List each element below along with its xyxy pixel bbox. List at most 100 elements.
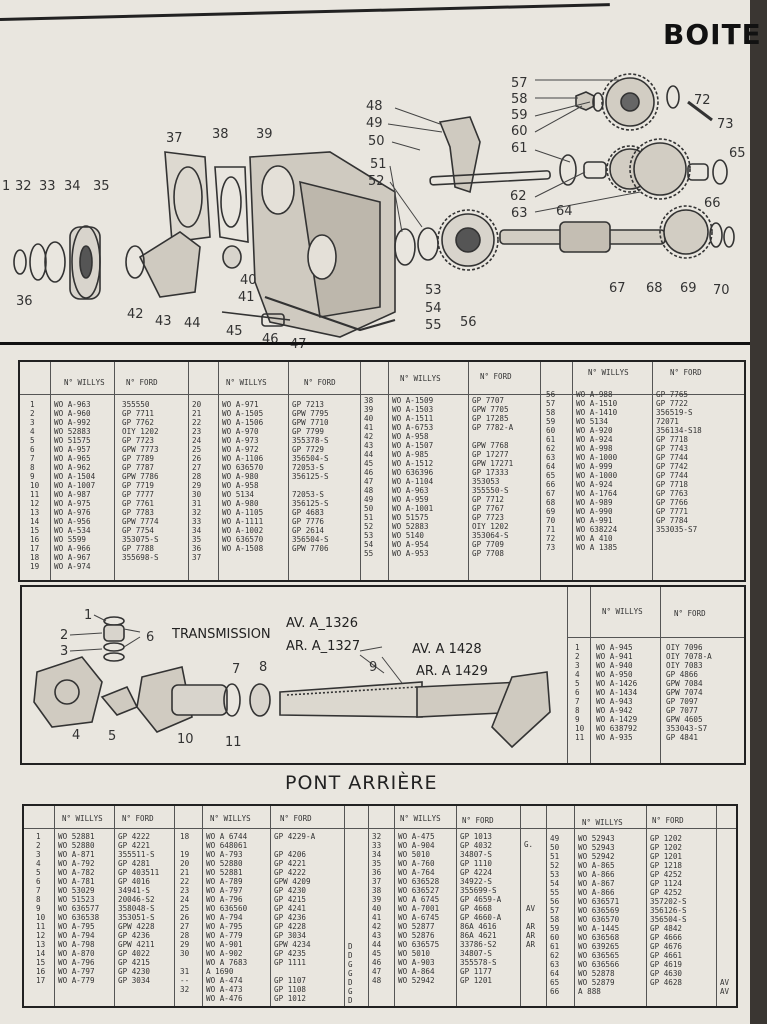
table-cell: 16: [36, 967, 46, 976]
table-cell: 9: [575, 715, 580, 724]
callout-60: 60: [511, 124, 528, 139]
table-cell: WO A-924: [576, 435, 613, 444]
table-cell: GPW 17271: [472, 459, 514, 468]
col-header-ford: N° FORD: [480, 372, 512, 381]
table-cell: GPW 4228: [118, 922, 155, 931]
table-cell: WO A 1385: [576, 543, 618, 552]
callout-42: 42: [127, 307, 144, 322]
table-cell: [656, 534, 702, 543]
table-cell: 356519-S: [656, 408, 693, 417]
table-cell: GP 1202: [650, 834, 683, 843]
callout-54: 54: [425, 301, 442, 316]
table-cell: WO A-950: [596, 670, 633, 679]
table-cell: 47: [364, 477, 374, 486]
table-cell: WO 636568: [578, 933, 620, 942]
pa-note: G.: [524, 840, 534, 849]
table-cell: 353051-S: [118, 913, 155, 922]
table-cell: 355578-S: [460, 958, 497, 967]
table-cell: WO A-1105: [222, 508, 264, 517]
table-cell: GP 4206: [274, 850, 307, 859]
table-cell: 3: [36, 850, 41, 859]
callout-35: 35: [93, 179, 110, 194]
table-cell: WO A-796: [206, 895, 243, 904]
table-cell: 358048-S: [118, 904, 155, 913]
table-cell: GP 4628: [650, 978, 683, 987]
table-cell: WO A-476: [206, 994, 243, 1003]
table-cell: WO A-957: [54, 445, 91, 454]
table-cell: WO 638224: [576, 525, 618, 534]
table-cell: WO A-980: [222, 472, 259, 481]
table-cell: GP 7711: [122, 409, 155, 418]
table-cell: 71: [546, 525, 556, 534]
table-cell: GP 7763: [656, 489, 689, 498]
table-cell: 8: [36, 895, 41, 904]
table-cell: WO A-998: [576, 444, 613, 453]
table-cell: 25: [192, 445, 202, 454]
table-cell: 72: [546, 534, 556, 543]
table-cell: GPW 7705: [472, 405, 509, 414]
table-cell: WO A-1511: [392, 414, 434, 423]
table-cell: GP 1013: [460, 832, 493, 841]
table-cell: 41: [364, 423, 374, 432]
table-cell: 48: [372, 976, 382, 985]
table-cell: WO A-972: [222, 445, 259, 454]
pa-col-header-willys: N° WILLYS: [210, 814, 251, 823]
table-cell: GP 7708: [472, 549, 505, 558]
table-cell: GP 7213: [292, 400, 325, 409]
table-cell: 36: [372, 868, 382, 877]
table-cell: 11: [575, 733, 585, 742]
table-cell: 5: [575, 679, 580, 688]
table-cell: 63: [550, 960, 560, 969]
table-cell: 3: [30, 418, 35, 427]
table-cell: GP 4842: [650, 924, 683, 933]
table-cell: WO A-796: [58, 958, 95, 967]
table-cell: GP 7784: [656, 516, 689, 525]
trans-callout-5: 5: [108, 729, 117, 744]
table-cell: GP 4228: [274, 922, 307, 931]
header-rule: [0, 3, 610, 21]
table-cell: WO A-1764: [576, 489, 618, 498]
table-cell: WO A-793: [206, 850, 243, 859]
table-cell: [650, 987, 687, 996]
callout-41: 41: [238, 290, 255, 305]
table-cell: 355550-S: [472, 486, 509, 495]
table-cell: GP 7787: [122, 463, 155, 472]
table-cell: GP 7722: [656, 399, 689, 408]
callout-55: 55: [425, 318, 442, 333]
table-cell: GP 1177: [460, 967, 493, 976]
callout-72: 72: [694, 93, 711, 108]
table-cell: 56: [550, 897, 560, 906]
table-cell: 7: [36, 886, 41, 895]
table-cell: GPW 7795: [292, 409, 329, 418]
table-cell: 59: [546, 417, 556, 426]
table-cell: 14: [30, 517, 40, 526]
table-cell: OIY 1202: [472, 522, 509, 531]
table-cell: 28: [180, 931, 190, 940]
table-cell: GP 4252: [650, 888, 683, 897]
table-cell: OIY 7078-A: [666, 652, 712, 661]
table-cell: 41: [372, 913, 382, 922]
table-cell: 42: [364, 432, 374, 441]
table-cell: 356125-S: [292, 472, 329, 481]
table-cell: WO A-992: [54, 418, 91, 427]
table-cell: 30: [180, 949, 190, 958]
section-rule: [0, 342, 750, 345]
table-cell: 21: [180, 868, 190, 877]
callout-36: 36: [16, 294, 33, 309]
table-cell: WO A 7683: [206, 958, 248, 967]
table-cell: 10: [36, 913, 46, 922]
table-cell: 1: [36, 832, 41, 841]
table-cell: WO A-971: [222, 400, 259, 409]
table-cell: WO A 410: [576, 534, 613, 543]
col-header-ford: N° FORD: [670, 368, 702, 377]
callout-48: 48: [366, 99, 383, 114]
table-cell: GP 1108: [274, 985, 307, 994]
table-cell: 4: [36, 859, 41, 868]
